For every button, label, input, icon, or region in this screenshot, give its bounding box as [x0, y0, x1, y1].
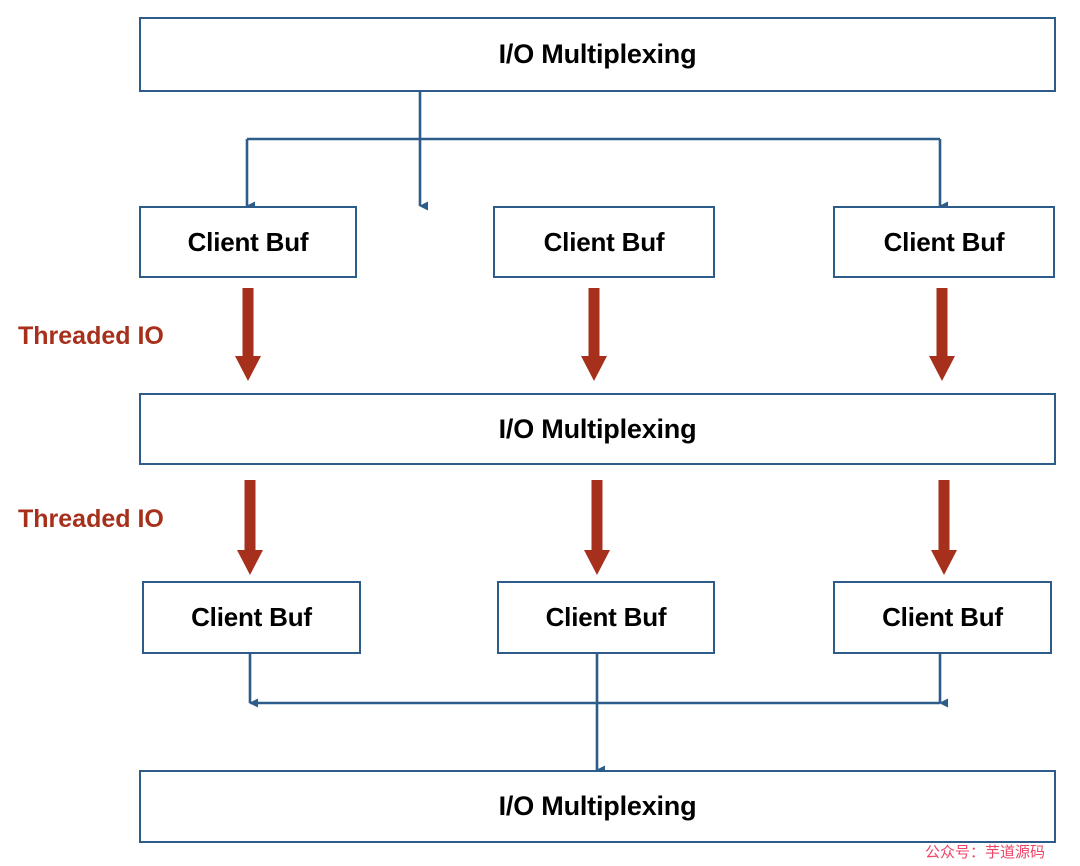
client-buf-label: Client Buf [883, 226, 1005, 257]
client-buf-box[interactable]: Client Buf [497, 581, 715, 654]
client-buf-box[interactable]: Client Buf [833, 581, 1052, 654]
threaded-io-label-lower: Threaded IO [18, 505, 164, 533]
client-buf-label: Client Buf [191, 602, 312, 632]
threaded-io-arrow-left-2 [237, 480, 263, 575]
threaded-io-label-upper: Threaded IO [18, 322, 164, 350]
fanout-top-connectors [245, 92, 948, 211]
threaded-io-arrow-right [929, 288, 955, 381]
stage-box-io-multiplexing-bottom[interactable]: I/O Multiplexing [139, 770, 1056, 843]
stage-box-io-multiplexing-middle[interactable]: I/O Multiplexing [139, 393, 1056, 465]
client-buf-box[interactable]: Client Buf [139, 206, 357, 278]
threaded-io-arrow-middle [581, 288, 607, 381]
client-buf-label: Client Buf [545, 602, 667, 632]
threaded-io-arrow-right-2 [931, 480, 957, 575]
client-buf-label: Client Buf [187, 226, 309, 257]
client-buf-box[interactable]: Client Buf [493, 206, 715, 278]
fanin-bottom-connectors [248, 654, 948, 775]
client-buf-box[interactable]: Client Buf [142, 581, 361, 654]
threaded-io-arrow-left [235, 288, 261, 381]
threaded-io-arrow-middle-2 [584, 480, 610, 575]
client-buf-label: Client Buf [543, 226, 665, 257]
stage-box-io-multiplexing-top[interactable]: I/O Multiplexing [139, 17, 1056, 92]
client-buf-label: Client Buf [882, 602, 1003, 632]
stage-box-label: I/O Multiplexing [498, 413, 697, 444]
stage-box-label: I/O Multiplexing [498, 39, 697, 69]
stage-box-label: I/O Multiplexing [498, 791, 697, 821]
client-buf-box[interactable]: Client Buf [833, 206, 1055, 278]
threaded-io-arrows-lower [237, 480, 957, 575]
threaded-io-arrows-upper [235, 288, 955, 381]
watermark-text: 公众号：芋道源码 [925, 843, 1046, 861]
